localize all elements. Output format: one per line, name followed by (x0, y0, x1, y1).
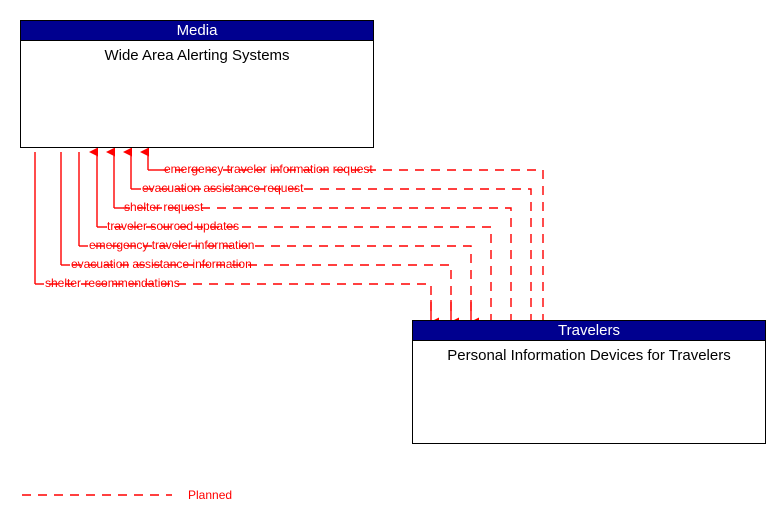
entity-name-media: Wide Area Alerting Systems (104, 47, 290, 64)
flow-line-evacuation-assistance-request (123, 147, 532, 323)
entity-box-travelers[interactable]: Travelers Personal Information Devices f… (412, 320, 766, 444)
entity-name-travelers: Personal Information Devices for Travele… (447, 347, 731, 364)
flow-line-emergency-traveler-information-request (140, 147, 544, 323)
flow-line-traveler-sourced-updates (89, 147, 492, 323)
legend-label-planned: Planned (188, 488, 233, 502)
flow-label-evacuation-assistance-request[interactable]: evacuation assistance request (142, 181, 304, 195)
flow-label-traveler-sourced-updates[interactable]: traveler sourced updates (107, 219, 240, 233)
flow-label-shelter-request[interactable]: shelter request (124, 200, 204, 214)
flow-line-shelter-request (106, 147, 512, 323)
flow-label-evacuation-assistance-information[interactable]: evacuation assistance information (71, 257, 252, 271)
flow-line-emergency-traveler-information (78, 152, 479, 327)
flow-line-evacuation-assistance-information (60, 152, 459, 327)
entity-box-media[interactable]: Media Wide Area Alerting Systems (20, 20, 374, 148)
flow-label-emergency-traveler-information-request[interactable]: emergency traveler information request (164, 162, 373, 176)
entity-stakeholder-travelers: Travelers (413, 321, 765, 341)
flow-label-shelter-recommendations[interactable]: shelter recommendations (45, 276, 180, 290)
flow-line-shelter-recommendations (34, 152, 439, 327)
flow-label-emergency-traveler-information[interactable]: emergency traveler information (89, 238, 255, 252)
entity-stakeholder-media: Media (21, 21, 373, 41)
